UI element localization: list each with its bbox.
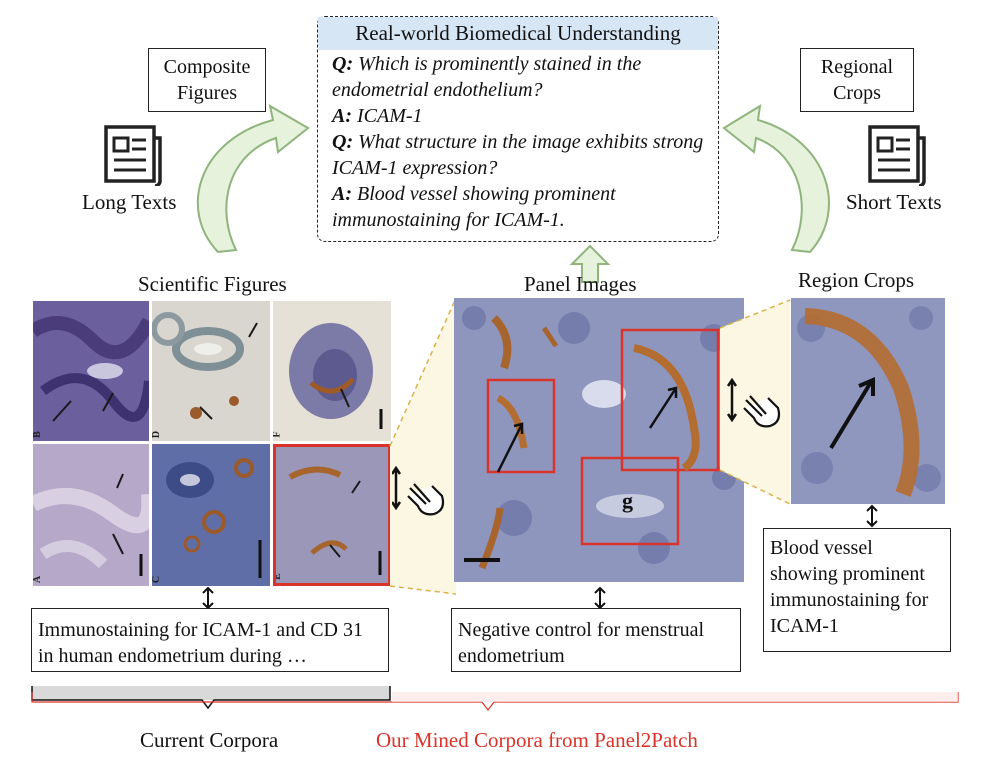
qa-content: Q: Which is prominently stained in the e… [332, 51, 712, 233]
current-corpora-label: Current Corpora [140, 728, 279, 752]
qa-question-2: Q: What structure in the image exhibits … [332, 131, 704, 179]
panel-letter-b: B [33, 431, 43, 438]
zoom-fan-left [389, 297, 457, 595]
composite-figures-box: Composite Figures [148, 48, 266, 112]
figure-panel-e-selected: E [273, 444, 391, 586]
panel-letter-a: A [33, 575, 44, 584]
short-texts-label: Short Texts [846, 190, 942, 214]
hand-pointer-icon [390, 465, 452, 527]
regional-crops-box: Regional Crops [800, 48, 914, 112]
figure-panel-d: D [152, 301, 270, 441]
region-crop-image [791, 298, 945, 504]
panel-letter-e: E [276, 573, 283, 580]
qa-panel: Real-world Biomedical Understanding Q: W… [317, 16, 719, 242]
panel-caption: Negative control for menstrual endometri… [451, 608, 741, 672]
document-icon [100, 124, 164, 191]
long-texts-label: Long Texts [82, 190, 177, 214]
qa-question-1: Q: Which is prominently stained in the e… [332, 53, 642, 101]
figure-panel-a: A [33, 444, 149, 586]
long-text-caption: Immunostaining for ICAM-1 and CD 31 in h… [31, 608, 389, 672]
panel-letter-d: D [152, 430, 163, 439]
qa-answer-2: A: Blood vessel showing prominent immuno… [332, 183, 616, 231]
double-arrow-icon [866, 504, 878, 528]
region-crops-title: Region Crops [798, 268, 915, 292]
double-arrow-icon [202, 586, 214, 610]
hand-pointer-icon [726, 377, 786, 439]
up-arrow [569, 244, 611, 283]
panel-images-title: Panel Images [524, 272, 637, 296]
figure-panel-b: B [33, 301, 149, 441]
double-arrow-icon [594, 586, 606, 610]
left-curved-arrow [196, 104, 310, 254]
figure-panel-c: C [152, 444, 270, 586]
mined-corpora-brace [31, 692, 959, 711]
region-caption: Blood vessel showing prominent immunosta… [763, 528, 951, 652]
figure-panel-f: F [273, 301, 391, 441]
qa-header: Real-world Biomedical Understanding [318, 17, 718, 50]
panel-letter-f: F [273, 431, 283, 437]
document-icon [864, 124, 928, 191]
right-curved-arrow [722, 104, 830, 254]
gland-label: g [622, 488, 633, 513]
panel-image: g [454, 298, 744, 582]
mined-corpora-label: Our Mined Corpora from Panel2Patch [376, 728, 698, 752]
qa-answer-1: A: ICAM-1 [332, 105, 423, 127]
panel-letter-c: C [152, 575, 163, 584]
scientific-figures-title: Scientific Figures [138, 272, 287, 296]
